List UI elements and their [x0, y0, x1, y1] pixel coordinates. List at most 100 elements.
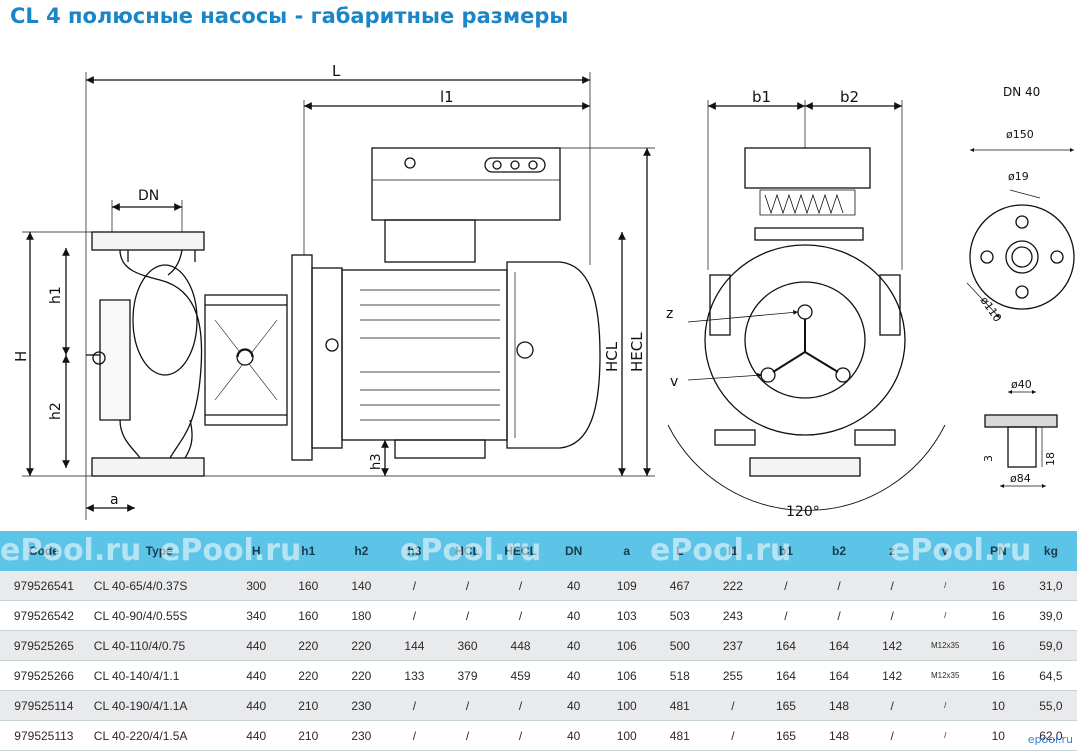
table-cell: CL 40-90/4/0.55S — [87, 600, 231, 631]
table-cell: / — [387, 600, 441, 631]
table-header-row: Code Type H h1 h2 h3 HCL HECL DN a L l1 … — [0, 531, 1077, 571]
table-cell: 440 — [230, 660, 282, 691]
table-cell: 133 — [387, 660, 441, 691]
table-cell: / — [865, 720, 919, 751]
table-cell: 220 — [281, 660, 335, 691]
table-cell: 16 — [971, 571, 1025, 601]
table-cell: CL 40-220/4/1.5A — [87, 720, 231, 751]
table-cell: 448 — [494, 630, 548, 661]
col-header: h2 — [334, 531, 388, 571]
table-cell: 40 — [547, 571, 601, 601]
table-cell: / — [918, 690, 972, 721]
label-a: a — [110, 492, 119, 508]
table-cell: / — [865, 690, 919, 721]
col-header: b2 — [812, 531, 866, 571]
table-cell: 64,5 — [1024, 660, 1077, 691]
col-header: l1 — [706, 531, 760, 571]
table-cell: 222 — [706, 571, 760, 601]
table-cell: / — [440, 600, 495, 631]
table-row: 979525113 CL 40-220/4/1.5A 440 210 230 /… — [0, 720, 1077, 751]
table-cell: M12x35 — [918, 660, 972, 691]
table-cell: 230 — [334, 720, 388, 751]
table-cell: 255 — [706, 660, 760, 691]
col-header: b1 — [759, 531, 813, 571]
table-cell: 148 — [812, 720, 866, 751]
table-cell: / — [706, 720, 760, 751]
motor-body — [325, 261, 601, 459]
label-H: H — [12, 351, 30, 362]
table-cell: CL 40-140/4/1.1 — [87, 660, 231, 691]
terminal-box — [371, 147, 561, 263]
table-cell: 467 — [653, 571, 707, 601]
table-row: 979525114 CL 40-190/4/1.1A 440 210 230 /… — [0, 690, 1077, 721]
label-dn40: DN 40 — [1003, 85, 1040, 99]
pump-front-view — [667, 147, 946, 511]
table-cell: 164 — [812, 660, 866, 691]
table-row: 979526542 CL 40-90/4/0.55S 340 160 180 /… — [0, 600, 1077, 631]
label-h1: h1 — [48, 286, 64, 304]
table-cell: 459 — [494, 660, 548, 691]
table-cell: 160 — [281, 600, 335, 631]
table-cell: 440 — [230, 720, 282, 751]
table-cell: / — [494, 720, 548, 751]
table-cell: 237 — [706, 630, 760, 661]
table-cell: 979525114 — [0, 690, 88, 721]
col-header: PN — [971, 531, 1025, 571]
table-cell: 220 — [334, 660, 388, 691]
table-cell: / — [387, 571, 441, 601]
col-header: Type — [87, 531, 231, 571]
table-cell: 979525113 — [0, 720, 88, 751]
table-cell: 300 — [230, 571, 282, 601]
table-cell: 481 — [653, 690, 707, 721]
table-cell: 164 — [759, 630, 813, 661]
table-cell: 518 — [653, 660, 707, 691]
table-cell: 220 — [281, 630, 335, 661]
table-cell: / — [759, 600, 813, 631]
table-cell: 40 — [547, 720, 601, 751]
table-cell: 160 — [281, 571, 335, 601]
table-cell: 440 — [230, 630, 282, 661]
table-cell: / — [918, 600, 972, 631]
col-header: z — [865, 531, 919, 571]
table-cell: 164 — [812, 630, 866, 661]
label-DN: DN — [138, 188, 159, 204]
table-cell: / — [706, 690, 760, 721]
table-cell: / — [494, 571, 548, 601]
label-b1: b1 — [752, 88, 771, 106]
table-cell: / — [494, 690, 548, 721]
table-cell: 140 — [334, 571, 388, 601]
label-angle: 120° — [786, 504, 820, 520]
table-cell: 220 — [334, 630, 388, 661]
label-h2: h2 — [48, 402, 64, 420]
table-cell: 100 — [600, 720, 654, 751]
label-d110: ø110 — [978, 294, 1005, 324]
label-HECL: HECL — [628, 332, 646, 372]
table-cell: 142 — [865, 660, 919, 691]
label-d40: ø40 — [1011, 378, 1032, 391]
label-z: z — [666, 306, 673, 322]
table-cell: 103 — [600, 600, 654, 631]
table-cell: 59,0 — [1024, 630, 1077, 661]
table-cell: / — [440, 571, 495, 601]
label-v: v — [670, 374, 678, 390]
table-cell: 979526541 — [0, 571, 88, 601]
technical-drawing: L l1 DN H h1 h2 h3 a HCL HECL b1 b2 z v … — [12, 62, 1075, 520]
table-cell: 16 — [971, 630, 1025, 661]
table-cell: M12x35 — [918, 630, 972, 661]
table-cell: CL 40-190/4/1.1A — [87, 690, 231, 721]
table-cell: 500 — [653, 630, 707, 661]
table-cell: 106 — [600, 660, 654, 691]
table-cell: 379 — [440, 660, 495, 691]
table-cell: / — [918, 571, 972, 601]
table-cell: 39,0 — [1024, 600, 1077, 631]
col-header: HECL — [494, 531, 548, 571]
table-cell: / — [387, 720, 441, 751]
table-cell: 40 — [547, 600, 601, 631]
table-cell: 100 — [600, 690, 654, 721]
table-cell: / — [865, 571, 919, 601]
table-cell: CL 40-110/4/0.75 — [87, 630, 231, 661]
label-h3: h3 — [369, 453, 384, 470]
table-cell: 979526542 — [0, 600, 88, 631]
table-row: 979526541 CL 40-65/4/0.37S 300 160 140 /… — [0, 571, 1077, 601]
label-L: L — [332, 62, 341, 80]
